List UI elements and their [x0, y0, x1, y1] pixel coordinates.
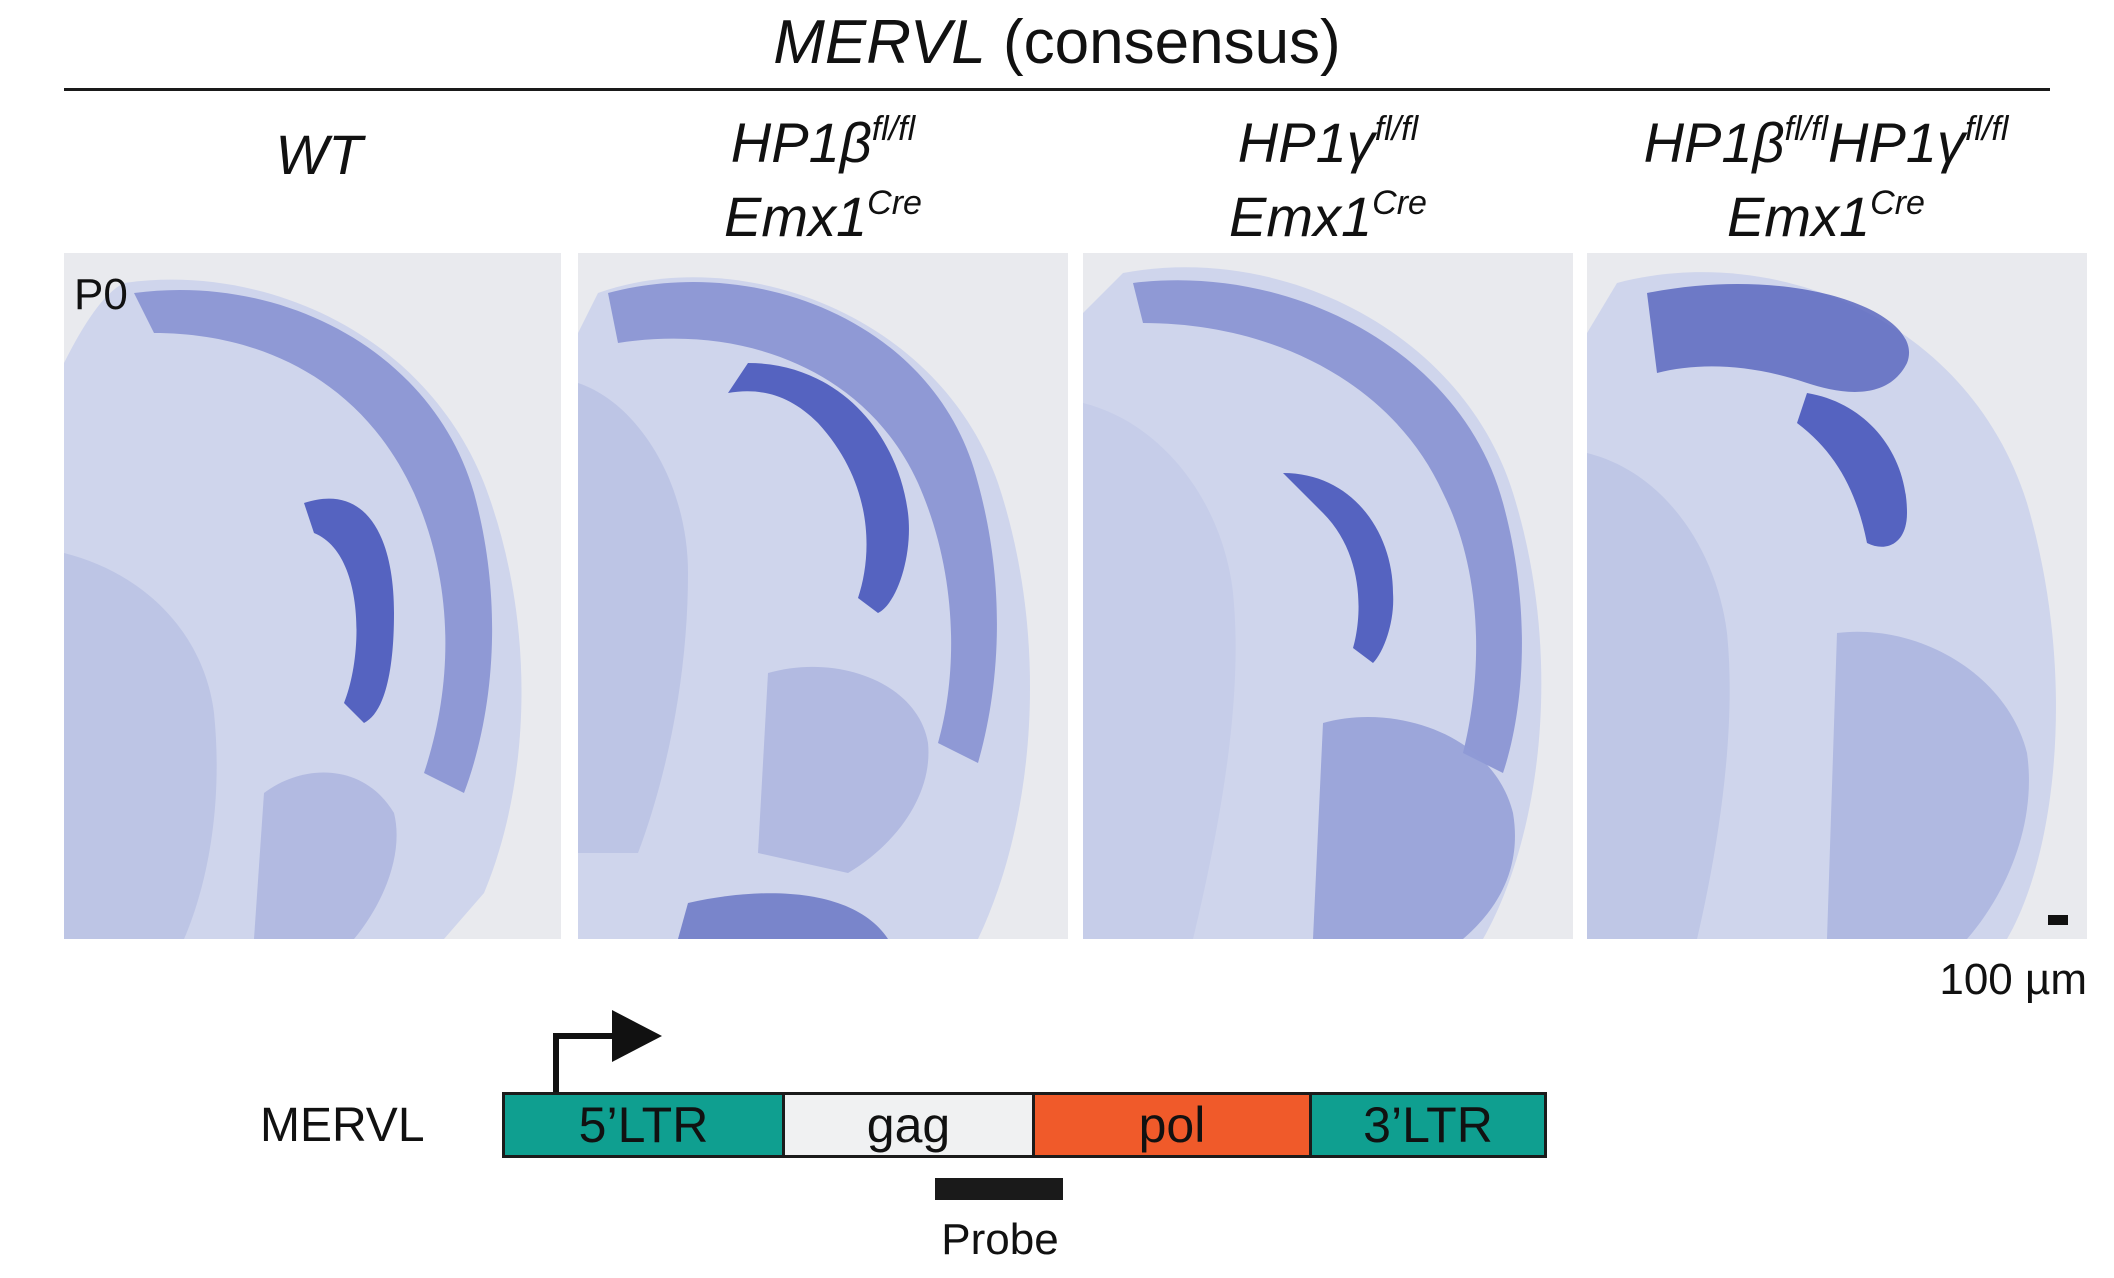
probe-bar — [935, 1178, 1063, 1200]
segment-gag: gag — [782, 1092, 1035, 1158]
micrograph-hp1b — [578, 253, 1068, 939]
segment-3ltr: 3’LTR — [1309, 1092, 1547, 1158]
genotype-hp1b-gene: HP1β — [730, 111, 872, 174]
genotype-double-gene2: HP1γ — [1828, 111, 1965, 174]
brain-section-wt — [64, 279, 522, 939]
title-rest: (consensus) — [985, 8, 1341, 77]
brain-section-hp1b — [578, 277, 1031, 939]
micrograph-hp1g — [1083, 253, 1573, 939]
scale-label: 100 µm — [1939, 955, 2087, 1004]
genotype-double-driver: Emx1 — [1727, 185, 1871, 248]
genotype-double-driver-sup: Cre — [1870, 184, 1925, 222]
genotype-hp1g-allele: fl/fl — [1374, 110, 1419, 148]
genotype-double: HP1βfl/flHP1γfl/fl Emx1Cre — [1566, 110, 2086, 258]
segment-pol: pol — [1032, 1092, 1312, 1158]
genotype-double-gene1: HP1β — [1643, 111, 1785, 174]
genotype-hp1g-driver-sup: Cre — [1372, 184, 1427, 222]
brain-section-double — [1587, 272, 2056, 939]
genotype-double-allele1: fl/fl — [1784, 110, 1828, 148]
segment-3ltr-label: 3’LTR — [1363, 1097, 1493, 1153]
scale-bar — [2048, 915, 2068, 925]
title-rule — [64, 88, 2050, 91]
genotype-hp1g-gene: HP1γ — [1237, 111, 1375, 174]
genotype-hp1b: HP1βfl/fl Emx1Cre — [578, 110, 1068, 258]
genotype-wt: WT — [74, 122, 564, 188]
micrograph-wt — [64, 253, 561, 939]
brain-section-hp1g — [1083, 267, 1542, 939]
diagram-label: MERVL — [260, 1099, 425, 1152]
genotype-hp1b-allele: fl/fl — [871, 110, 916, 148]
segment-5ltr-label: 5’LTR — [578, 1097, 709, 1153]
probe-label: Probe — [941, 1215, 1059, 1264]
genotype-hp1g-driver: Emx1 — [1229, 185, 1373, 248]
segment-5ltr: 5’LTR — [502, 1092, 785, 1158]
segment-gag-label: gag — [866, 1097, 951, 1153]
genotype-wt-label: WT — [275, 123, 363, 186]
title-gene: MERVL — [773, 8, 986, 77]
promoter-arrow-icon — [553, 1010, 662, 1094]
genotype-hp1b-driver: Emx1 — [724, 185, 868, 248]
segment-pol-label: pol — [1138, 1097, 1206, 1153]
figure-title: MERVL (consensus) — [0, 6, 2114, 80]
genotype-hp1b-driver-sup: Cre — [867, 184, 922, 222]
genotype-hp1g: HP1γfl/fl Emx1Cre — [1083, 110, 1573, 258]
genotype-double-allele2: fl/fl — [1964, 110, 2009, 148]
panel-tag: P0 — [74, 270, 128, 319]
micrograph-double — [1587, 253, 2087, 939]
